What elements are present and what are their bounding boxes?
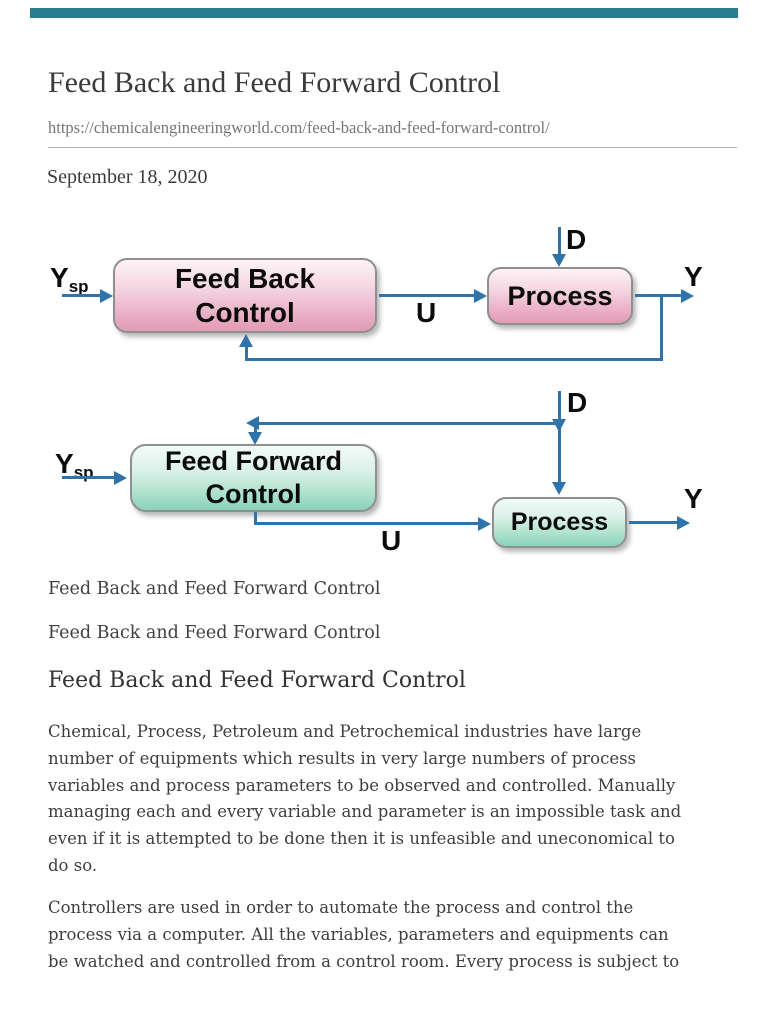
ff-controller-box: Feed Forward Control bbox=[130, 444, 377, 512]
ff-d-label: D bbox=[567, 387, 588, 418]
ff-controller-label-line1: Feed Forward bbox=[164, 446, 343, 476]
fb-output-line bbox=[635, 294, 683, 297]
fb-controller-label-line1: Feed Back bbox=[174, 262, 316, 294]
fb-feedback-right-line bbox=[660, 297, 663, 360]
ff-output-arrowhead-icon bbox=[677, 516, 690, 530]
source-url-link[interactable]: https://chemicalengineeringworld.com/fee… bbox=[48, 118, 550, 137]
ff-d-line bbox=[558, 391, 561, 483]
ff-controller-label-line2: Control bbox=[205, 479, 302, 509]
ff-u-drop-line bbox=[254, 512, 257, 525]
fb-feedback-left-line bbox=[245, 345, 248, 360]
ff-u-label: U bbox=[381, 525, 402, 556]
ff-process-box: Process bbox=[492, 497, 627, 548]
ff-branch-line bbox=[259, 422, 558, 425]
image-caption-2: Feed Back and Feed Forward Control bbox=[48, 623, 381, 643]
ff-output-label: Y bbox=[684, 483, 703, 514]
fb-u-line bbox=[379, 294, 476, 297]
ff-branch-drop-line bbox=[254, 424, 257, 434]
fb-d-line bbox=[558, 227, 561, 257]
ff-u-arrowhead-icon bbox=[478, 517, 491, 531]
body-paragraph-1: Chemical, Process, Petroleum and Petroch… bbox=[48, 722, 682, 875]
fb-feedback-arrowhead-icon bbox=[239, 334, 253, 347]
fb-output-arrowhead-icon bbox=[681, 289, 694, 303]
fb-d-label: D bbox=[566, 224, 587, 255]
ff-branch-left-arrowhead-icon bbox=[246, 416, 259, 430]
fb-feedback-bottom-line bbox=[245, 358, 663, 361]
fb-setpoint-label: Ysp bbox=[50, 262, 89, 296]
ff-setpoint-line bbox=[62, 476, 114, 479]
ff-output-line bbox=[629, 521, 677, 524]
page-title: Feed Back and Feed Forward Control bbox=[48, 66, 501, 99]
ff-process-label: Process bbox=[510, 508, 609, 536]
ff-d-arrowhead-icon bbox=[552, 482, 566, 495]
fb-output-label: Y bbox=[684, 261, 703, 292]
image-caption-1: Feed Back and Feed Forward Control bbox=[48, 579, 381, 599]
body-paragraph-2: Controllers are used in order to automat… bbox=[48, 898, 680, 971]
ff-u-line bbox=[254, 522, 478, 525]
fb-u-arrowhead-icon bbox=[474, 289, 487, 303]
header-divider bbox=[48, 147, 737, 148]
section-heading: Feed Back and Feed Forward Control bbox=[48, 668, 466, 693]
publish-date: September 18, 2020 bbox=[47, 166, 208, 188]
top-accent-bar bbox=[30, 8, 738, 18]
fb-setpoint-arrowhead-icon bbox=[100, 289, 113, 303]
fb-d-arrowhead-icon bbox=[552, 254, 566, 267]
fb-controller-label-line2: Control bbox=[195, 296, 295, 328]
fb-process-label: Process bbox=[507, 280, 613, 311]
fb-u-label: U bbox=[416, 297, 437, 328]
ff-setpoint-arrowhead-icon bbox=[114, 471, 127, 485]
fb-process-box: Process bbox=[487, 267, 633, 325]
fb-controller-box: Feed Back Control bbox=[113, 258, 377, 333]
fb-setpoint-line bbox=[62, 294, 102, 297]
ff-branch-down-arrowhead-icon bbox=[248, 432, 262, 445]
